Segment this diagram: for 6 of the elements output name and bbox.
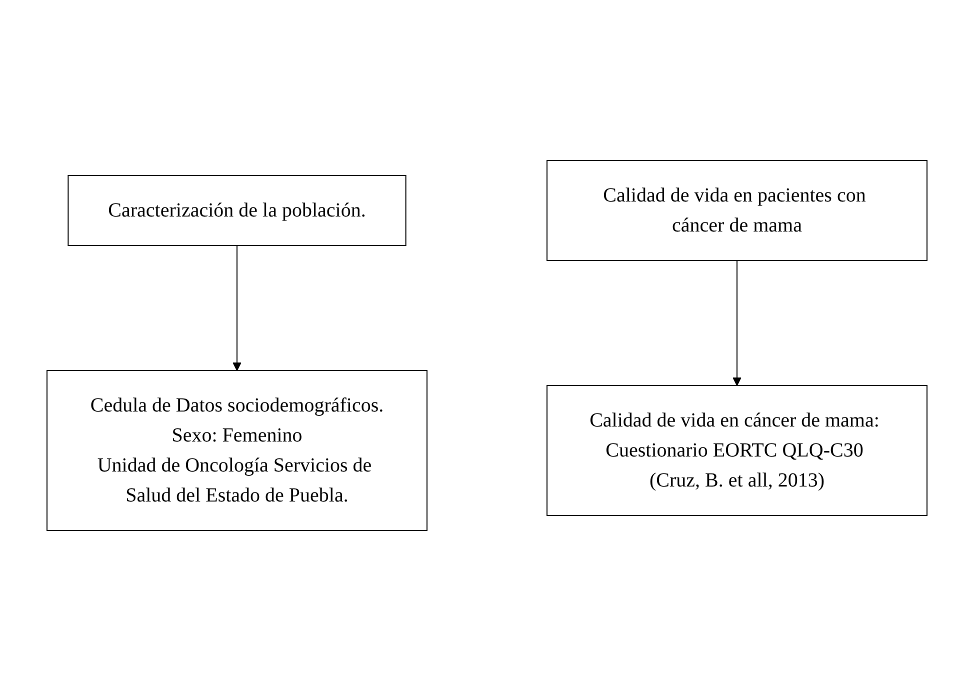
- node-box: Cedula de Datos sociodemográficos. Sexo: Femenino Unidad de Oncología Servicios de Salud del Estado de Puebla.: [46, 370, 427, 531]
- node-box: Calidad de vida en pacientes con cáncer de mama: [546, 160, 927, 261]
- arrow: [732, 260, 741, 386]
- arrow: [232, 245, 241, 371]
- node-box: Caracterización de la población.: [67, 175, 406, 246]
- node-box: Calidad de vida en cáncer de mama: Cuestionario EORTC QLQ-C30 (Cruz, B. et all, 2013): [546, 385, 927, 516]
